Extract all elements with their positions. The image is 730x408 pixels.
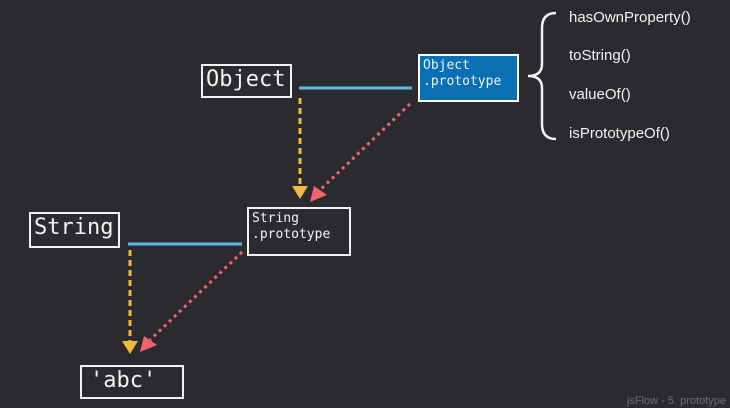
object-prototype-label-line1: Object: [423, 58, 470, 73]
string-prototype-box: String .prototype: [247, 207, 351, 256]
string-proto-chain-arrow: [318, 102, 412, 192]
string-constructor-box: String: [29, 212, 120, 248]
object-to-string-prototype-arrowhead: [292, 186, 308, 199]
object-constructor-box: Object: [201, 64, 292, 98]
method-value-of: valueOf(): [569, 86, 631, 103]
footer-credit: jsFlow - 5. prototype: [626, 395, 726, 407]
abc-proto-chain-arrowhead: [140, 336, 157, 352]
string-constructor-label: String: [34, 215, 114, 240]
string-proto-chain-arrowhead: [310, 186, 327, 202]
abc-proto-chain-arrow: [148, 250, 244, 342]
object-constructor-label: Object: [206, 67, 286, 92]
object-prototype-box: Object .prototype: [418, 54, 519, 102]
method-has-own-property: hasOwnProperty(): [569, 9, 691, 26]
methods-brace: [527, 11, 557, 141]
abc-instance-box: 'abc': [80, 365, 184, 399]
abc-instance-label: 'abc': [90, 368, 157, 393]
object-prototype-label-line2: .prototype: [423, 74, 502, 89]
method-to-string: toString(): [569, 47, 631, 64]
string-prototype-label-line1: String: [252, 211, 299, 226]
string-prototype-label-line2: .prototype: [252, 227, 331, 242]
method-is-prototype-of: isPrototypeOf(): [569, 125, 670, 142]
string-to-abc-arrowhead: [122, 341, 138, 354]
